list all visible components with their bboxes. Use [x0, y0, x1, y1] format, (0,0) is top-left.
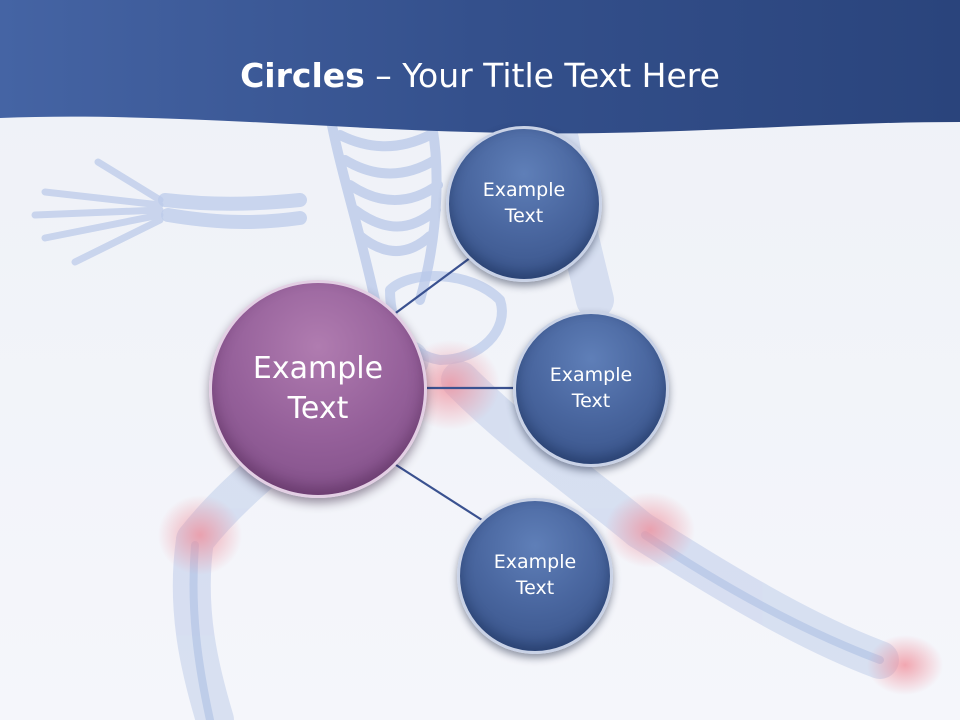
satellite-circle-middle[interactable]: Example Text	[513, 311, 669, 467]
satellite-circle-top[interactable]: Example Text	[446, 126, 602, 282]
hub-circle[interactable]: Example Text	[209, 280, 427, 498]
satellite-circle-label: Example Text	[493, 551, 577, 599]
header-band	[0, 0, 960, 134]
satellite-circle-label: Example Text	[482, 179, 566, 227]
satellite-circle-label: Example Text	[549, 364, 633, 412]
connector-line	[392, 462, 483, 521]
title-bold-part: Circles	[240, 56, 365, 95]
slide-title: Circles – Your Title Text Here	[0, 48, 960, 104]
title-rest-part: – Your Title Text Here	[364, 56, 720, 95]
satellite-circle-bottom[interactable]: Example Text	[457, 498, 613, 654]
connector-line	[392, 254, 475, 316]
hub-circle-label: Example Text	[252, 350, 384, 427]
